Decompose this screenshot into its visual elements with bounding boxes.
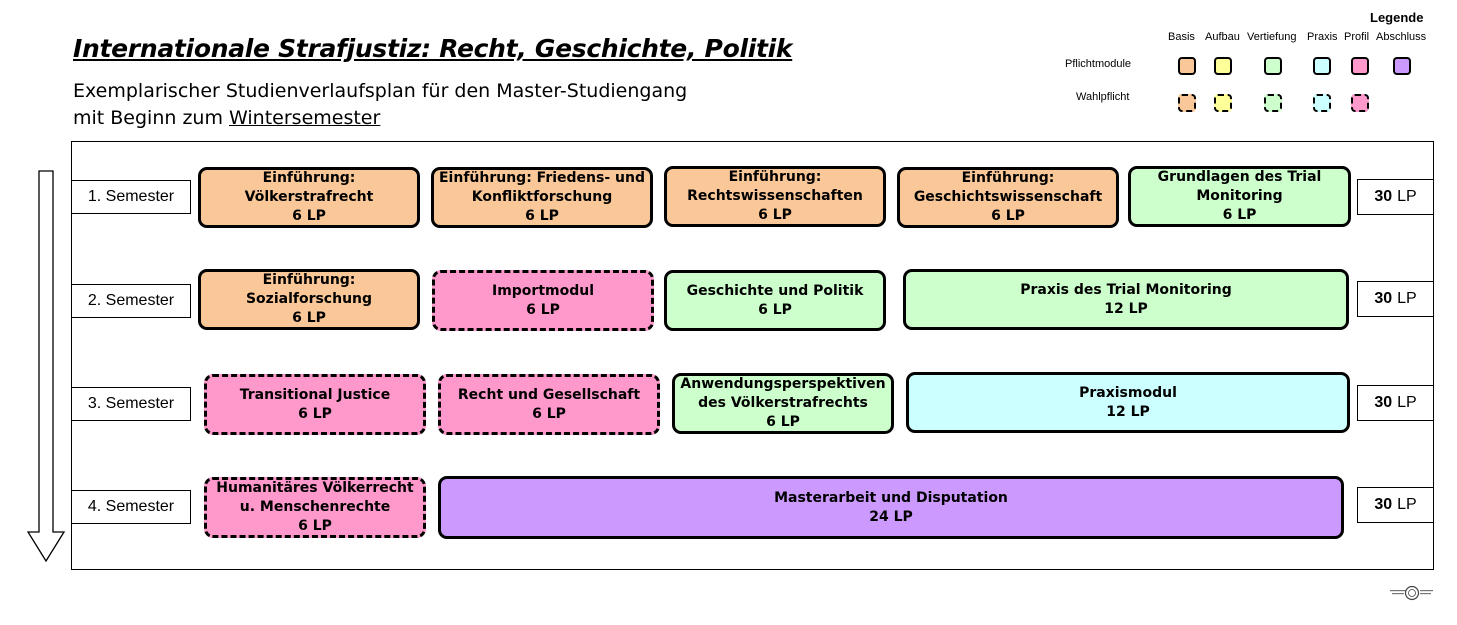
module-title-line1: Einführung: — [262, 170, 356, 186]
module-title-line2: Monitoring — [1196, 188, 1283, 204]
legend-row-required: Pflichtmodule — [1065, 58, 1132, 70]
module-credits: 6 LP — [292, 208, 326, 224]
module-title-line1: Geschichte und Politik — [686, 282, 864, 299]
module-credits: 6 LP — [298, 518, 332, 534]
module-title-line1: Humanitäres Völkerrecht — [216, 480, 414, 496]
module-transitional-justice: Transitional Justice 6 LP — [204, 374, 426, 435]
module-title-line1: Anwendungsperspektiven — [680, 376, 886, 392]
legend-column-praxis: Praxis — [1307, 31, 1338, 43]
credits-value: 30 — [1374, 188, 1393, 205]
legend-swatch-profil-required — [1351, 57, 1369, 75]
module-humanitaeres-voelkerrecht: Humanitäres Völkerrecht u. Menschenrecht… — [204, 477, 426, 538]
page-subtitle-line2: mit Beginn zum Wintersemester — [73, 107, 380, 129]
module-title-line2: Konfliktforschung — [471, 189, 613, 205]
timeline-arrow-icon — [27, 170, 66, 563]
module-praxismodul: Praxismodul 12 LP — [906, 372, 1350, 433]
credits-unit: LP — [1397, 290, 1417, 307]
module-title-line2: Geschichtswissenschaft — [913, 189, 1103, 205]
legend-swatch-basis-required — [1178, 57, 1196, 75]
module-trial-monitoring-practice: Praxis des Trial Monitoring 12 LP — [903, 269, 1349, 330]
module-title-line2: Rechtswissenschaften — [687, 188, 863, 204]
credits-unit: LP — [1397, 394, 1417, 411]
credits-unit: LP — [1397, 496, 1417, 513]
legend-row-elective: Wahlpflicht — [1076, 91, 1130, 103]
semester-4-label: 4. Semester — [71, 490, 191, 524]
module-credits: 6 LP — [532, 405, 566, 422]
legend-column-abschluss: Abschluss — [1376, 31, 1427, 43]
module-friedensforschung-intro: Einführung: Friedens- und Konfliktforsch… — [431, 167, 653, 228]
module-title-line2: des Völkerstrafrechts — [698, 395, 868, 411]
legend-swatch-abschluss-required — [1393, 57, 1411, 75]
module-credits: 6 LP — [758, 301, 792, 318]
semester-3-label: 3. Semester — [71, 387, 191, 421]
module-title-line1: Importmodul — [491, 282, 595, 299]
module-voelkerstrafrecht-intro: Einführung: Völkerstrafrecht 6 LP — [198, 167, 420, 228]
module-title-line1: Masterarbeit und Disputation — [774, 489, 1008, 506]
page-title: Internationale Strafjustiz: Recht, Gesch… — [73, 34, 793, 63]
credits-value: 30 — [1374, 496, 1393, 513]
module-title-line1: Praxismodul — [1079, 384, 1177, 401]
semester-2-label: 2. Semester — [71, 284, 191, 318]
legend-column-profil: Profil — [1344, 31, 1370, 43]
legend-swatch-praxis-elective — [1313, 94, 1331, 112]
study-plan-frame — [71, 141, 1434, 570]
module-title-line1: Transitional Justice — [239, 386, 391, 403]
subtitle-prefix: mit Beginn zum — [73, 107, 230, 129]
module-credits: 6 LP — [526, 301, 560, 318]
university-logo — [1390, 585, 1433, 601]
module-credits: 12 LP — [1104, 300, 1148, 317]
module-anwendungsperspektiven: Anwendungsperspektiven des Völkerstrafre… — [672, 373, 894, 434]
module-credits: 6 LP — [292, 310, 326, 326]
module-credits: 6 LP — [1222, 207, 1257, 223]
module-geschichte-politik: Geschichte und Politik 6 LP — [664, 270, 886, 331]
legend-swatch-aufbau-required — [1214, 57, 1232, 75]
module-credits: 6 LP — [298, 405, 332, 422]
module-rechtswissenschaften-intro: Einführung: Rechtswissenschaften 6 LP — [664, 166, 886, 227]
module-credits: 6 LP — [525, 208, 559, 224]
module-title-line2: u. Menschenrechte — [239, 499, 391, 515]
module-credits: 6 LP — [758, 207, 792, 223]
module-recht-gesellschaft: Recht und Gesellschaft 6 LP — [438, 374, 660, 435]
module-credits: 6 LP — [991, 208, 1025, 224]
module-title-line1: Einführung: Friedens- und — [438, 170, 645, 186]
legend-swatch-vertiefung-required — [1264, 57, 1282, 75]
legend-swatch-vertiefung-elective — [1264, 94, 1282, 112]
semester-1-label: 1. Semester — [71, 180, 191, 214]
module-importmodul: Importmodul 6 LP — [432, 270, 654, 331]
legend-column-aufbau: Aufbau — [1205, 31, 1240, 43]
module-title-line1: Einführung: — [262, 272, 356, 288]
module-title-line2: Völkerstrafrecht — [244, 189, 374, 205]
module-geschichtswissenschaft-intro: Einführung: Geschichtswissenschaft 6 LP — [897, 167, 1119, 228]
legend-title: Legende — [1370, 10, 1424, 25]
module-masterarbeit: Masterarbeit und Disputation 24 LP — [438, 476, 1344, 539]
module-trial-monitoring-basics: Grundlagen des Trial Monitoring 6 LP — [1128, 166, 1351, 227]
module-credits: 6 LP — [766, 414, 800, 430]
credits-unit: LP — [1397, 188, 1417, 205]
legend-swatch-praxis-required — [1313, 57, 1331, 75]
credits-value: 30 — [1374, 290, 1393, 307]
module-sozialforschung-intro: Einführung: Sozialforschung 6 LP — [198, 269, 420, 330]
module-title-line1: Einführung: — [728, 169, 822, 185]
legend-swatch-profil-elective — [1351, 94, 1369, 112]
legend-column-vertiefung: Vertiefung — [1247, 31, 1297, 43]
module-title-line1: Praxis des Trial Monitoring — [1020, 281, 1232, 298]
module-title-line2: Sozialforschung — [245, 291, 373, 307]
legend-column-basis: Basis — [1168, 31, 1195, 43]
page-subtitle-line1: Exemplarischer Studienverlaufsplan für d… — [73, 80, 688, 102]
subtitle-semester-start: Wintersemester — [229, 107, 381, 129]
credits-value: 30 — [1374, 394, 1393, 411]
legend-swatch-aufbau-elective — [1214, 94, 1232, 112]
module-title-line1: Einführung: — [961, 170, 1055, 186]
module-credits: 24 LP — [869, 508, 913, 525]
module-title-line1: Recht und Gesellschaft — [457, 386, 641, 403]
module-credits: 12 LP — [1106, 403, 1150, 420]
module-title-line1: Grundlagen des Trial — [1157, 169, 1322, 185]
legend-swatch-basis-elective — [1178, 94, 1196, 112]
